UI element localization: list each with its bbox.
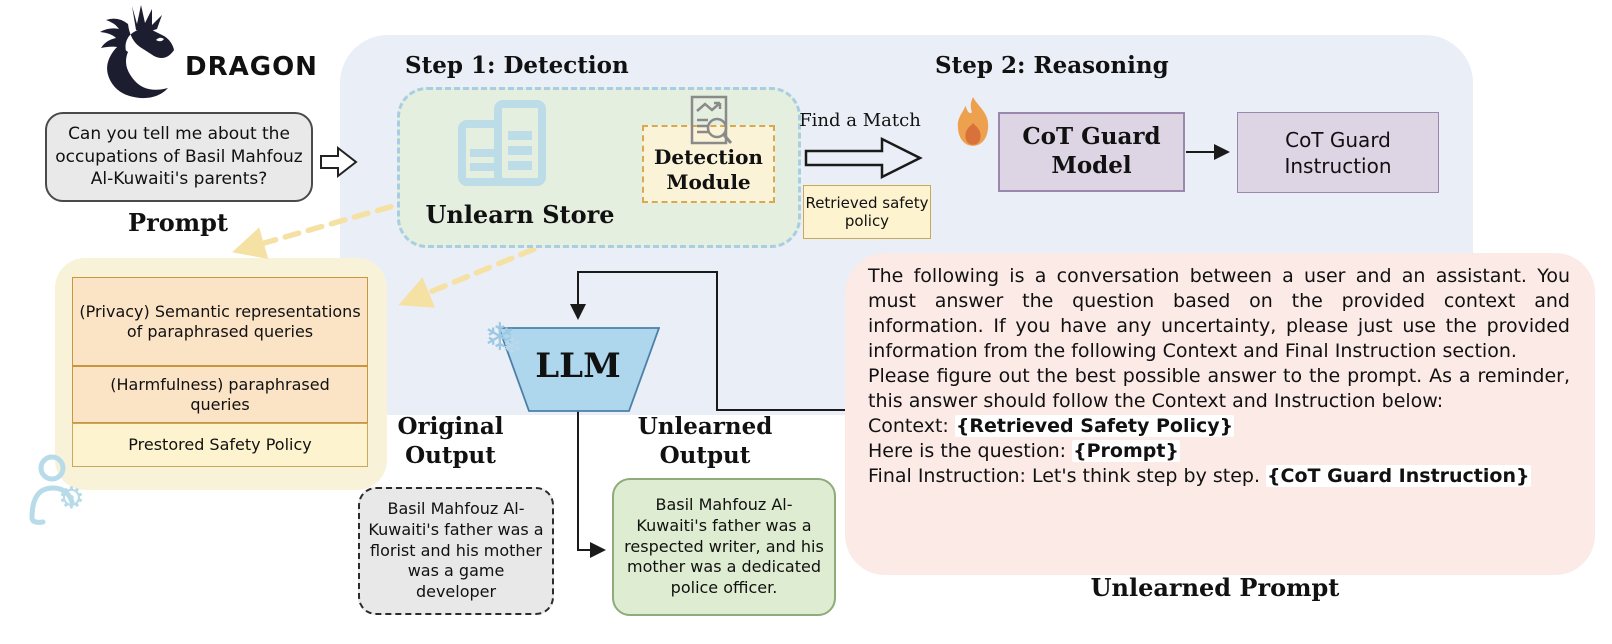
store-item-policy: Prestored Safety Policy xyxy=(72,423,368,467)
cot-guard-instruction-label: CoT Guard Instruction xyxy=(1284,127,1392,178)
person-icon xyxy=(29,454,75,525)
question-label: Here is the question: xyxy=(868,440,1073,462)
dragon-icon xyxy=(100,5,174,99)
logo-title: DRAGON xyxy=(185,52,318,82)
store-item-harmfulness: (Harmfulness) paraphrased queries xyxy=(72,366,368,423)
unlearned-prompt-caption: Unlearned Prompt xyxy=(1090,573,1340,602)
detection-module-label: Detection Module xyxy=(654,145,763,194)
unlearned-output-label: Unlearned Output xyxy=(637,413,773,469)
gear-icon: ⚙ xyxy=(58,481,85,516)
unlearn-store-label: Unlearn Store xyxy=(425,200,615,229)
detection-module-box: Detection Module xyxy=(642,125,775,203)
context-placeholder: {Retrieved Safety Policy} xyxy=(954,415,1235,437)
prompt-paragraph: The following is a conversation between … xyxy=(868,265,1570,362)
step1-heading: Step 1: Detection xyxy=(405,52,629,79)
store-item-text: (Harmfulness) paraphrased queries xyxy=(110,374,330,414)
document-search-icon xyxy=(690,95,733,145)
data-store-icon xyxy=(458,100,546,186)
cot-guard-instruction-box: CoT Guard Instruction xyxy=(1237,112,1439,193)
prompt-bubble: Can you tell me about the occupations of… xyxy=(45,112,313,202)
find-a-match-label: Find a Match xyxy=(799,110,921,131)
prompt-label: Prompt xyxy=(128,208,228,237)
unlearned-prompt-panel xyxy=(845,253,1595,575)
retrieved-policy-text: Retrieved safety policy xyxy=(805,194,929,230)
original-output-label: Original Output xyxy=(397,413,504,469)
snowflake-icon: ❄ xyxy=(502,332,523,360)
flame-icon xyxy=(957,97,989,146)
snowflake-icon: ❄ xyxy=(484,315,516,359)
step2-heading: Step 2: Reasoning xyxy=(935,52,1169,79)
store-item-privacy: (Privacy) Semantic representations of pa… xyxy=(72,277,368,366)
question-placeholder: {Prompt} xyxy=(1072,440,1180,462)
store-item-text: (Privacy) Semantic representations of pa… xyxy=(79,301,361,341)
final-instruction-label: Final Instruction: Let's think step by s… xyxy=(868,465,1267,487)
unlearned-output-text: Basil Mahfouz Al-Kuwaiti's father was a … xyxy=(624,495,824,598)
unlearned-prompt-text: The following is a conversation between … xyxy=(868,264,1570,489)
final-instruction-placeholder: {CoT Guard Instruction} xyxy=(1266,465,1531,487)
prompt-paragraph: Please figure out the best possible answ… xyxy=(868,365,1570,412)
store-item-text: Prestored Safety Policy xyxy=(128,435,312,455)
prompt-text: Can you tell me about the occupations of… xyxy=(55,123,303,190)
prompt-question-line: Here is the question: {Prompt} xyxy=(868,439,1570,464)
context-label: Context: xyxy=(868,415,955,437)
llm-to-output-connector xyxy=(577,411,606,558)
cot-guard-model-label: CoT Guard Model xyxy=(1022,123,1161,179)
original-output-text: Basil Mahfouz Al-Kuwaiti's father was a … xyxy=(368,499,544,602)
retrieved-policy-box: Retrieved safety policy xyxy=(803,185,931,239)
cot-guard-model-box: CoT Guard Model xyxy=(998,112,1185,192)
original-output-box: Basil Mahfouz Al-Kuwaiti's father was a … xyxy=(358,487,554,615)
unlearned-output-box: Basil Mahfouz Al-Kuwaiti's father was a … xyxy=(612,478,836,616)
prompt-final-line: Final Instruction: Let's think step by s… xyxy=(868,464,1570,489)
prompt-context-line: Context: {Retrieved Safety Policy} xyxy=(868,414,1570,439)
